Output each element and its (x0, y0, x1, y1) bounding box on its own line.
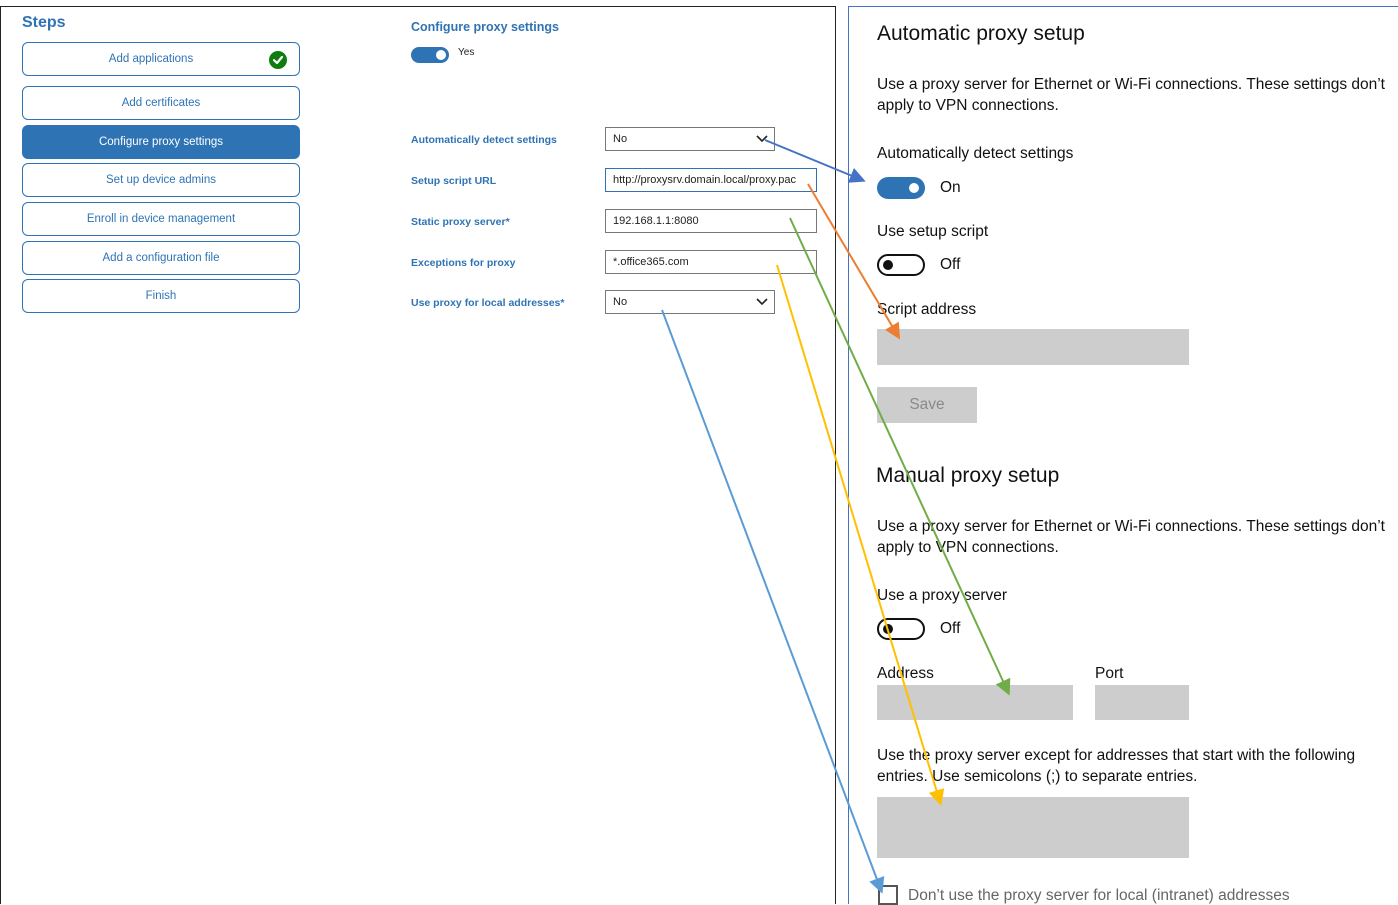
auto-detect-value: No (613, 133, 628, 145)
setup-script-setting-label: Use setup script (877, 223, 989, 240)
static-proxy-value: 192.168.1.1:8080 (613, 215, 699, 227)
auto-proxy-title: Automatic proxy setup (877, 22, 1085, 45)
local-addresses-label: Use proxy for local addresses* (411, 297, 565, 309)
script-address-label: Script address (877, 301, 977, 318)
step-configure-proxy[interactable]: Configure proxy settings (22, 125, 300, 159)
auto-detect-state: On (940, 179, 961, 196)
checkmark-icon (269, 51, 287, 69)
step-label: Enroll in device management (86, 213, 236, 225)
step-label: Configure proxy settings (98, 136, 223, 148)
local-addresses-checkbox-label: Don’t use the proxy server for local (in… (908, 887, 1290, 904)
use-proxy-label: Use a proxy server (877, 587, 1008, 604)
static-proxy-label: Static proxy server* (411, 216, 510, 228)
manual-proxy-description: Use a proxy server for Ethernet or Wi-Fi… (877, 518, 1385, 556)
step-device-admins[interactable]: Set up device admins (22, 163, 300, 197)
save-button[interactable]: Save (877, 387, 977, 423)
auto-detect-toggle[interactable] (877, 177, 925, 199)
required-marker: * (560, 297, 565, 309)
config-title: Configure proxy settings (411, 20, 559, 34)
exceptions-label: Exceptions for proxy (411, 257, 516, 269)
exceptions-textarea[interactable] (877, 797, 1189, 858)
exceptions-input[interactable]: *.office365.com (605, 250, 817, 274)
configure-proxy-toggle-label: Yes (458, 47, 475, 58)
toggle-knob (909, 183, 919, 193)
manual-proxy-title: Manual proxy setup (876, 464, 1060, 487)
step-label: Set up device admins (106, 174, 216, 186)
local-addresses-label-text: Use proxy for local addresses (411, 297, 561, 309)
step-label: Finish (145, 290, 177, 302)
step-add-configuration-file[interactable]: Add a configuration file (22, 241, 300, 275)
toggle-knob (883, 260, 893, 270)
setup-script-state: Off (940, 256, 961, 273)
port-input[interactable] (1095, 685, 1189, 720)
auto-proxy-description: Use a proxy server for Ethernet or Wi-Fi… (877, 76, 1385, 114)
setup-script-value: http://proxysrv.domain.local/proxy.pac (613, 174, 797, 186)
static-proxy-input[interactable]: 192.168.1.1:8080 (605, 209, 817, 233)
local-addresses-checkbox[interactable] (878, 885, 898, 905)
toggle-knob (883, 624, 893, 634)
step-enroll-device-management[interactable]: Enroll in device management (22, 202, 300, 236)
step-label: Add applications (108, 53, 194, 65)
setup-script-label: Setup script URL (411, 175, 497, 187)
required-marker: * (505, 216, 510, 228)
auto-detect-select[interactable]: No (605, 127, 775, 151)
step-finish[interactable]: Finish (22, 279, 300, 313)
use-proxy-toggle[interactable] (877, 618, 925, 640)
address-input[interactable] (877, 685, 1073, 720)
toggle-knob (436, 50, 446, 60)
configure-proxy-toggle[interactable] (411, 47, 449, 63)
exceptions-value: *.office365.com (613, 256, 689, 268)
static-proxy-label-text: Static proxy server (411, 216, 506, 228)
script-address-input[interactable] (877, 329, 1189, 365)
port-label: Port (1095, 665, 1124, 682)
step-add-certificates[interactable]: Add certificates (22, 86, 300, 120)
local-addresses-value: No (613, 296, 628, 308)
address-label: Address (877, 665, 934, 682)
use-proxy-state: Off (940, 620, 961, 637)
exceptions-description: Use the proxy server except for addresse… (877, 747, 1356, 785)
step-label: Add a configuration file (102, 252, 220, 264)
auto-detect-label: Automatically detect settings (411, 134, 557, 146)
chevron-down-icon (756, 298, 768, 306)
setup-script-toggle[interactable] (877, 254, 925, 276)
steps-title: Steps (22, 14, 66, 31)
setup-script-input[interactable]: http://proxysrv.domain.local/proxy.pac (605, 168, 817, 192)
chevron-down-icon (756, 135, 768, 143)
step-add-applications[interactable]: Add applications (22, 42, 300, 76)
step-label: Add certificates (121, 97, 201, 109)
auto-detect-setting-label: Automatically detect settings (877, 145, 1074, 162)
local-addresses-select[interactable]: No (605, 290, 775, 314)
